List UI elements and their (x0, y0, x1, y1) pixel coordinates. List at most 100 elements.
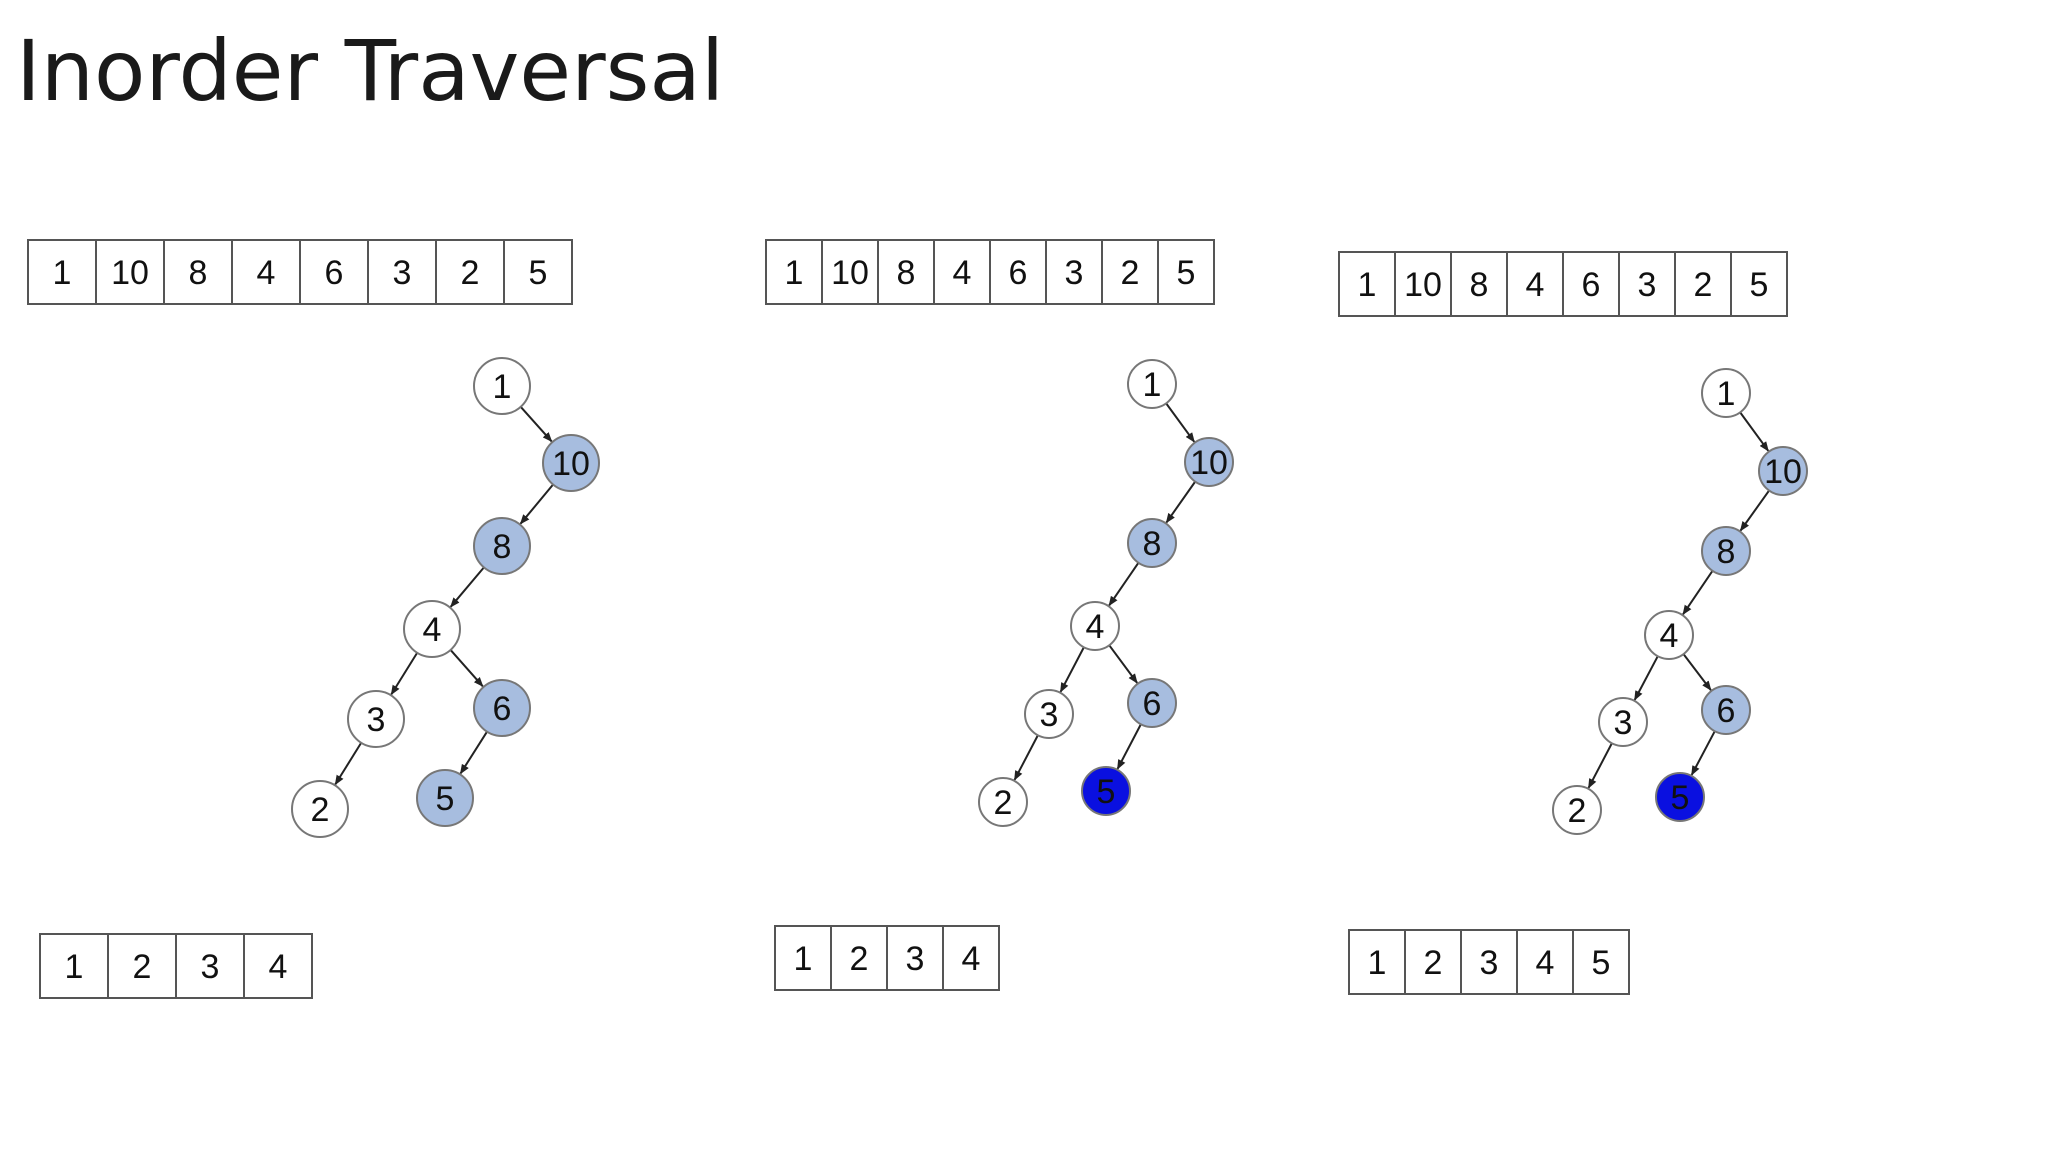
input-array-cell-value: 5 (1750, 266, 1769, 304)
output-array-cell-box (1572, 929, 1630, 995)
tree-node-label: 5 (1671, 779, 1690, 817)
output-array-cell: 3 (175, 933, 245, 999)
tree-edge-arrow (1165, 402, 1196, 443)
tree-edges (1587, 411, 1770, 789)
tree-node-label: 6 (493, 690, 512, 728)
output-array-cell-box (1404, 929, 1462, 995)
tree-node-default: 1 (473, 357, 531, 415)
input-array-cell-value: 3 (1065, 254, 1084, 292)
input-array-cell: 4 (231, 239, 301, 305)
tree-node-default: 2 (978, 777, 1028, 827)
input-array-cell: 10 (821, 239, 879, 305)
tree-node-label: 5 (436, 780, 455, 818)
page-title: Inorder Traversal (16, 22, 725, 120)
input-array-cell: 8 (877, 239, 935, 305)
output-array-cell: 1 (774, 925, 832, 991)
input-array-cell-value: 4 (257, 254, 276, 292)
input-array-cell-value: 10 (831, 254, 869, 292)
output-array-cell-box (942, 925, 1000, 991)
output-array-cell: 3 (886, 925, 944, 991)
input-array-cell-value: 6 (1009, 254, 1028, 292)
output-array-cell-box (830, 925, 888, 991)
input-array-cell: 2 (1101, 239, 1159, 305)
input-array-cell: 8 (163, 239, 233, 305)
input-array-cell: 1 (1338, 251, 1396, 317)
tree-node-label: 10 (552, 445, 590, 483)
input-array-cell-box (1394, 251, 1452, 317)
input-array-cell-box (1101, 239, 1159, 305)
input-array-cell-box (367, 239, 437, 305)
output-array-cell-value: 3 (906, 940, 925, 978)
tree-node-visited: 5 (416, 769, 474, 827)
tree-node-visited: 6 (473, 679, 531, 737)
tree-node-circle (1644, 610, 1694, 660)
input-array-cell: 5 (1157, 239, 1215, 305)
tree-node-default: 3 (1024, 689, 1074, 739)
output-array-cell-value: 1 (794, 940, 813, 978)
input-array-cell-value: 6 (325, 254, 344, 292)
output-array-cell: 4 (942, 925, 1000, 991)
tree-edge-arrow (1165, 481, 1197, 524)
input-array-cell: 6 (299, 239, 369, 305)
tree-edge-arrow (449, 566, 485, 608)
tree-node-circle (291, 780, 349, 838)
tree-node-circle (542, 434, 600, 492)
output-array-cell: 4 (1516, 929, 1574, 995)
input-array-cell: 3 (1618, 251, 1676, 317)
tree-node-default: 4 (1070, 601, 1120, 651)
output-array-cell: 3 (1460, 929, 1518, 995)
tree-node-circle (1758, 446, 1808, 496)
tree-node-circle (1701, 685, 1751, 735)
tree-node-circle (978, 777, 1028, 827)
output-array-cell: 2 (107, 933, 177, 999)
tree-edge-arrow (1682, 653, 1712, 691)
tree-edge-arrow (1108, 562, 1140, 607)
input-array-cell: 10 (1394, 251, 1452, 317)
input-array-cell-value: 4 (953, 254, 972, 292)
input-array-cell-value: 8 (189, 254, 208, 292)
tree-node-label: 4 (423, 611, 442, 649)
tree-node-circle (1655, 772, 1705, 822)
tree-edge-arrow (1013, 734, 1039, 781)
tree-edge-arrow (1739, 411, 1770, 452)
tree-node-visited: 10 (1758, 446, 1808, 496)
tree-node-circle (1081, 766, 1131, 816)
tree-node-default: 2 (291, 780, 349, 838)
input-array-cell: 10 (95, 239, 165, 305)
tree-node-circle (1701, 526, 1751, 576)
input-array-cell-box (1618, 251, 1676, 317)
input-array-cell-box (1450, 251, 1508, 317)
tree-node-label: 1 (493, 368, 512, 406)
output-array-cell: 2 (1404, 929, 1462, 995)
input-array-cell-box (299, 239, 369, 305)
tree-node-label: 8 (1717, 533, 1736, 571)
tree-edge-arrow (1682, 570, 1714, 616)
input-array-cell-value: 8 (897, 254, 916, 292)
tree-node-label: 10 (1764, 453, 1802, 491)
tree-node-label: 5 (1097, 773, 1116, 811)
tree-node-default: 1 (1127, 359, 1177, 409)
tree-edge-arrow (1587, 742, 1613, 789)
tree-node-circle (1127, 518, 1177, 568)
output-array-cell-value: 4 (269, 948, 288, 986)
output-array-cell-box (886, 925, 944, 991)
tree-node-circle (347, 690, 405, 748)
input-array-cell-value: 8 (1470, 266, 1489, 304)
tree-node-circle (1127, 359, 1177, 409)
input-array-cell-box (27, 239, 97, 305)
input-array-cell-box (1674, 251, 1732, 317)
output-array-cell-value: 2 (133, 948, 152, 986)
output-array-cell-box (39, 933, 109, 999)
input-array-cell: 8 (1450, 251, 1508, 317)
input-array-cell: 6 (1562, 251, 1620, 317)
tree-node-label: 2 (1568, 792, 1587, 830)
input-array-cell-value: 1 (1358, 266, 1377, 304)
input-array-cell-value: 5 (529, 254, 548, 292)
